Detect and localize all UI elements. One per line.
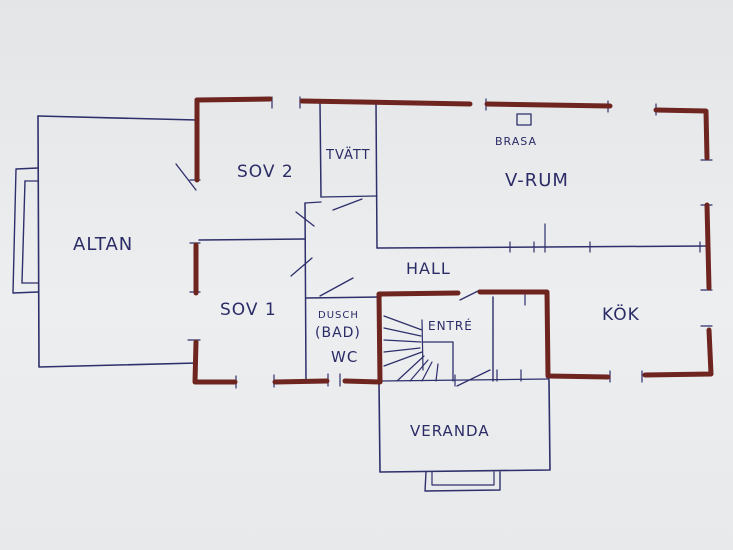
interior-walls — [175, 96, 713, 389]
room-label-bad: (BAD) — [315, 325, 361, 341]
room-label-tvatt: TVÄTT — [325, 147, 371, 163]
room-label-hall: HALL — [406, 259, 451, 278]
veranda-outline — [378, 379, 551, 492]
room-label-vrum: V-RUM — [505, 170, 569, 191]
room-label-kok: KÖK — [602, 303, 640, 325]
room-label-wc: WC — [331, 348, 358, 366]
room-label-dusch: DUSCH — [318, 310, 359, 321]
room-label-sov2: SOV 2 — [237, 162, 294, 182]
outer-walls — [192, 96, 714, 385]
room-label-altan: ALTAN — [73, 234, 133, 255]
staircase-icon — [383, 315, 454, 382]
fireplace-icon — [516, 113, 532, 126]
room-label-veranda: VERANDA — [410, 422, 490, 440]
room-label-sov1: SOV 1 — [220, 300, 277, 320]
room-label-entre: ENTRÉ — [428, 318, 473, 333]
room-label-brasa: BRASA — [495, 135, 537, 148]
altan-outline — [12, 115, 198, 368]
